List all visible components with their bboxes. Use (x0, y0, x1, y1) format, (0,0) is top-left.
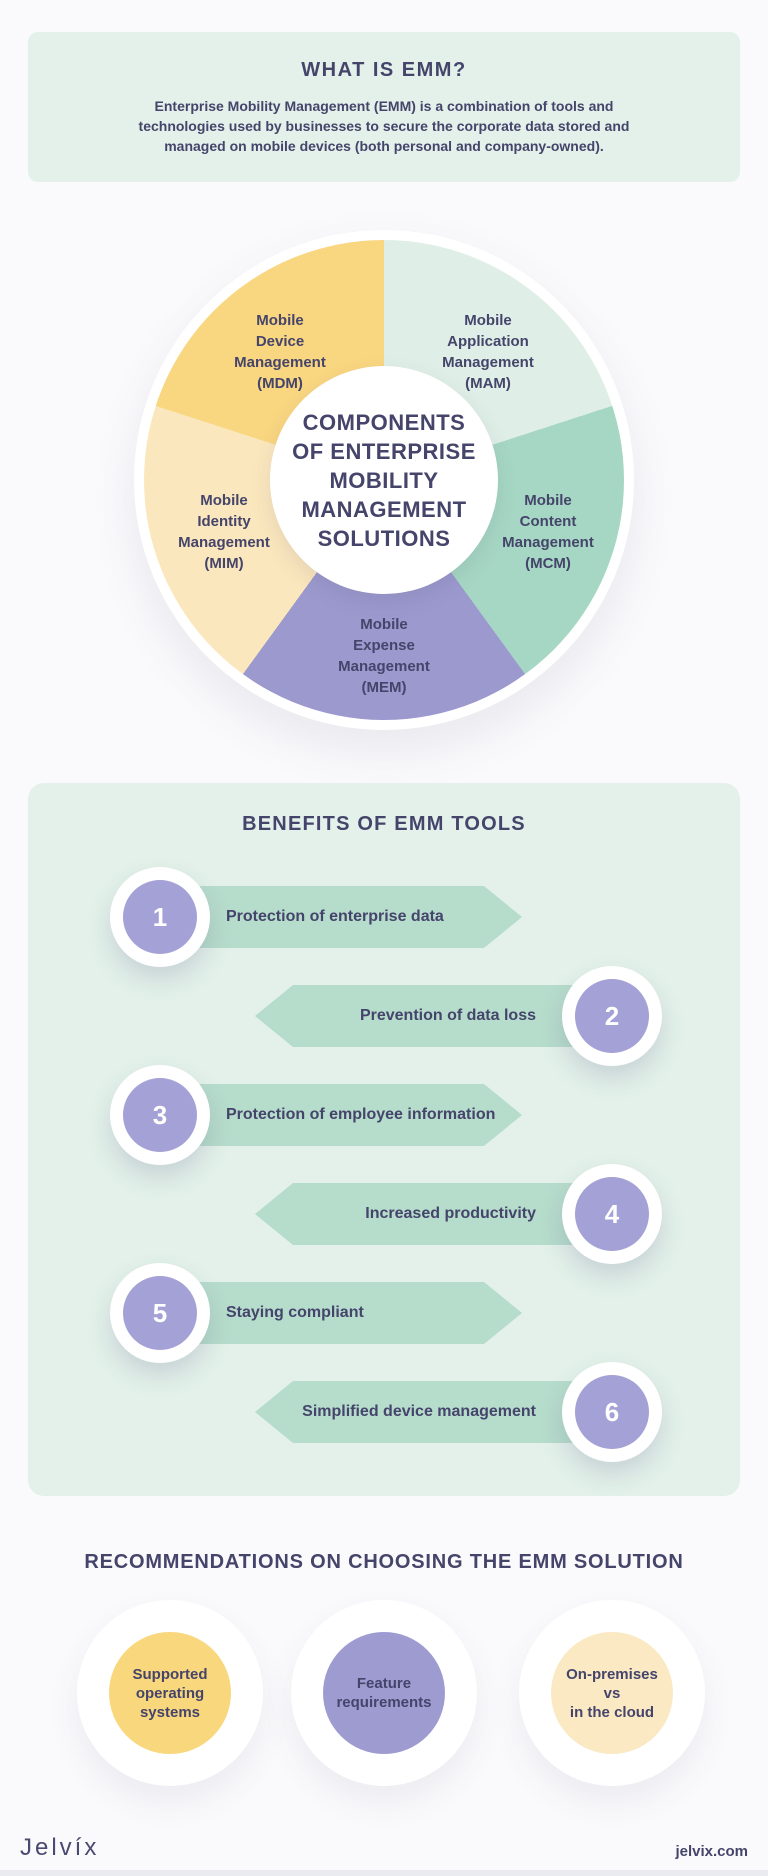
benefit-row-2: Prevention of data loss 2 (28, 966, 740, 1066)
recommendations-title: RECOMMENDATIONS ON CHOOSING THE EMM SOLU… (84, 1551, 684, 1573)
recommendation-circle-2: Feature requirements (291, 1600, 477, 1786)
recommendation-label-3: On-premises vs in the cloud (551, 1632, 673, 1754)
benefit-number-circle: 2 (562, 966, 662, 1066)
benefit-arrow-left: Increased productivity (255, 1183, 612, 1245)
benefits-card: BENEFITS OF EMM TOOLS Protection of ente… (28, 783, 740, 1496)
segment-label-mam: Mobile Application Management (MAM) (442, 312, 534, 392)
benefit-row-5: Staying compliant 5 (28, 1263, 740, 1363)
benefit-label: Staying compliant (226, 1304, 364, 1321)
benefit-arrow-left: Simplified device management (255, 1381, 612, 1443)
benefit-number-circle: 3 (110, 1065, 210, 1165)
recommendation-label-2: Feature requirements (323, 1632, 445, 1754)
benefit-number: 4 (575, 1177, 649, 1251)
benefits-title: BENEFITS OF EMM TOOLS (242, 813, 526, 835)
benefit-row-4: Increased productivity 4 (28, 1164, 740, 1264)
donut-center-circle: COMPONENTS OF ENTERPRISE MOBILITY MANAGE… (270, 366, 498, 594)
benefit-label: Protection of employee information (226, 1106, 496, 1123)
segment-label-mdm: Mobile Device Management (MDM) (234, 312, 326, 392)
benefit-label: Increased productivity (365, 1205, 536, 1222)
benefit-number: 6 (575, 1375, 649, 1449)
segment-label-mcm: Mobile Content Management (MCM) (502, 492, 594, 572)
jelvix-logo: Jelvíx (20, 1834, 100, 1861)
benefit-number-circle: 5 (110, 1263, 210, 1363)
benefit-number: 2 (575, 979, 649, 1053)
benefit-label: Protection of enterprise data (226, 908, 444, 925)
benefit-number: 3 (123, 1078, 197, 1152)
recommendation-circle-3: On-premises vs in the cloud (519, 1600, 705, 1786)
segment-label-mim: Mobile Identity Management (MIM) (178, 492, 270, 572)
benefit-row-3: Protection of employee information 3 (28, 1065, 740, 1165)
benefit-number-circle: 1 (110, 867, 210, 967)
recommendation-circle-1: Supported operating systems (77, 1600, 263, 1786)
header-title: WHAT IS EMM? (301, 59, 467, 81)
benefit-label: Simplified device management (302, 1403, 536, 1420)
what-is-emm-card: WHAT IS EMM? Enterprise Mobility Managem… (28, 32, 740, 182)
benefit-number: 1 (123, 880, 197, 954)
benefit-label: Prevention of data loss (359, 1007, 536, 1024)
benefit-number-circle: 6 (562, 1362, 662, 1462)
header-description: Enterprise Mobility Management (EMM) is … (138, 98, 630, 154)
recommendation-label-1: Supported operating systems (109, 1632, 231, 1754)
benefit-row-1: Protection of enterprise data 1 (28, 867, 740, 967)
benefit-arrow-left: Prevention of data loss (255, 985, 612, 1047)
donut-center-title: COMPONENTS OF ENTERPRISE MOBILITY MANAGE… (292, 409, 476, 551)
segment-label-mem: Mobile Expense Management (MEM) (338, 616, 430, 696)
benefit-number: 5 (123, 1276, 197, 1350)
donut-outer-ring: COMPONENTS OF ENTERPRISE MOBILITY MANAGE… (134, 230, 634, 730)
bottom-edge-strip (0, 1870, 768, 1876)
benefit-number-circle: 4 (562, 1164, 662, 1264)
benefit-row-6: Simplified device management 6 (28, 1362, 740, 1462)
website-url: jelvix.com (675, 1843, 748, 1860)
